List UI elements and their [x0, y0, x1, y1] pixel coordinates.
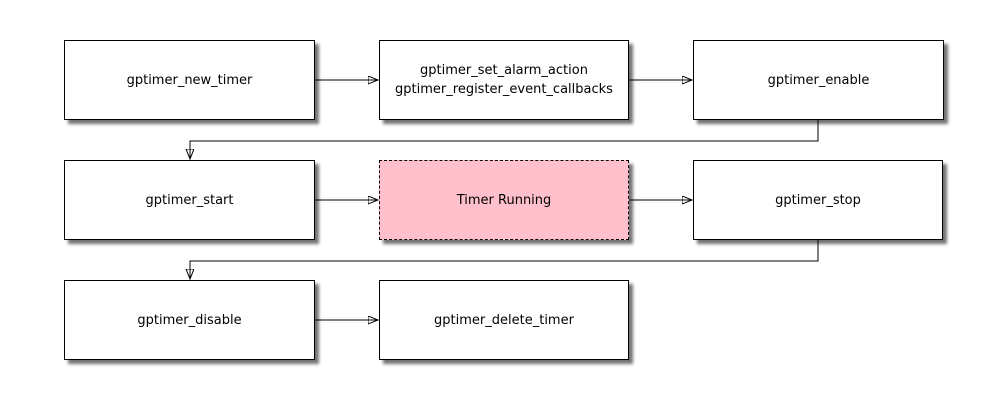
node-timer-running: Timer Running [379, 160, 629, 240]
node-gptimer-set-alarm-action: gptimer_set_alarm_action gptimer_registe… [379, 40, 629, 120]
node-gptimer-delete-timer: gptimer_delete_timer [379, 280, 629, 360]
node-label: gptimer_disable [137, 312, 242, 328]
node-gptimer-new-timer: gptimer_new_timer [64, 40, 315, 120]
node-label: gptimer_set_alarm_action gptimer_registe… [395, 63, 613, 97]
node-label: gptimer_enable [767, 72, 870, 88]
node-gptimer-enable: gptimer_enable [693, 40, 944, 120]
node-label: gptimer_new_timer [126, 72, 253, 88]
node-label: gptimer_start [145, 192, 234, 208]
edge-stop-to-disable [190, 240, 819, 279]
node-label: Timer Running [456, 192, 552, 208]
node-gptimer-disable: gptimer_disable [64, 280, 315, 360]
node-label: gptimer_stop [775, 192, 861, 208]
node-gptimer-stop: gptimer_stop [693, 160, 943, 240]
edge-enable-to-start [190, 120, 819, 159]
node-label: gptimer_delete_timer [434, 312, 574, 328]
node-gptimer-start: gptimer_start [64, 160, 315, 240]
